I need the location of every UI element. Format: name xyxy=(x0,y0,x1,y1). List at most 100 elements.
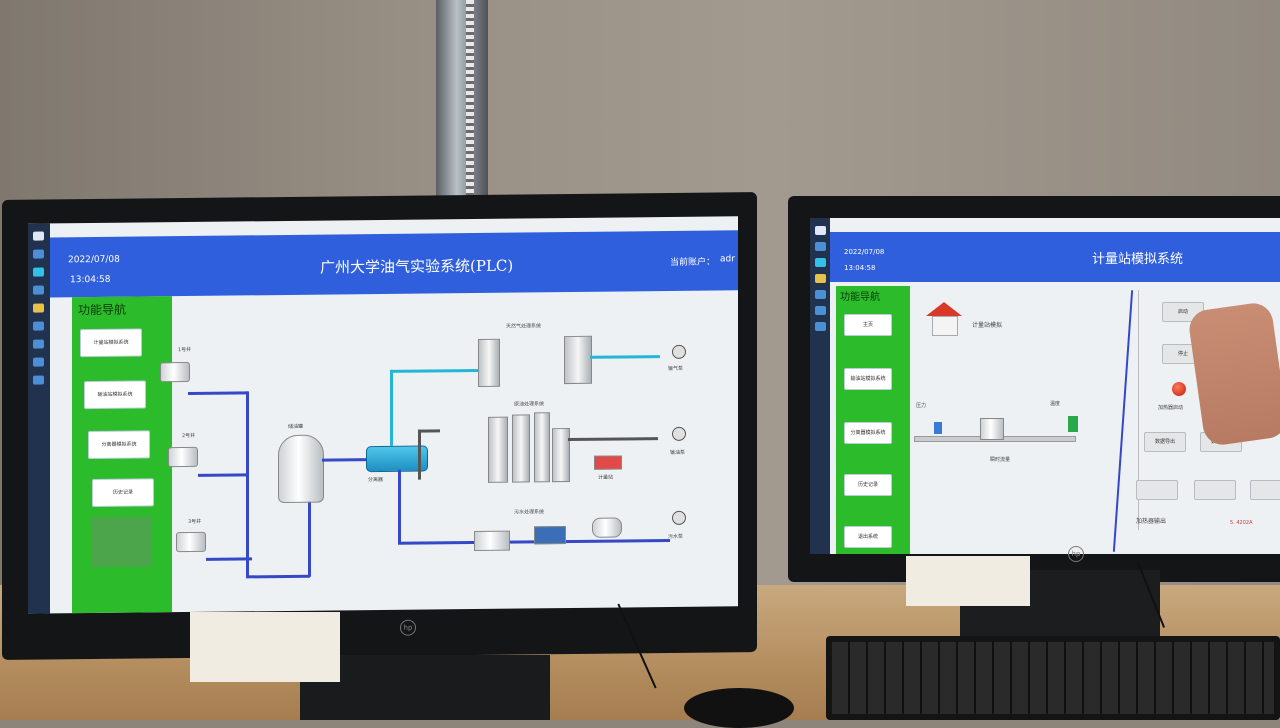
gas-treatment-tower xyxy=(478,338,500,387)
gas-pipe xyxy=(390,369,393,446)
page-title: 广州大学油气实验系统(PLC) xyxy=(320,256,514,277)
oil-treatment-column xyxy=(488,416,508,483)
gas-pump xyxy=(672,344,686,359)
oil-pump xyxy=(672,426,686,441)
nav-button[interactable]: 分离器模拟系统 xyxy=(88,430,150,460)
quick-settings-panel xyxy=(92,516,152,568)
oil-treatment-column xyxy=(512,414,530,483)
nav-button[interactable]: 历史记录 xyxy=(844,474,892,496)
app-icon[interactable] xyxy=(815,322,826,331)
left-monitor-stand xyxy=(300,655,550,720)
window-frame xyxy=(436,0,488,200)
app-icon[interactable] xyxy=(33,375,44,385)
station-label: 计量站模拟 xyxy=(972,322,1003,329)
app-icon[interactable] xyxy=(33,321,44,331)
keyboard xyxy=(826,636,1280,720)
sticky-note xyxy=(906,556,1030,606)
water-pump xyxy=(672,510,686,525)
folder-icon[interactable] xyxy=(815,274,826,283)
app-icon[interactable] xyxy=(815,306,826,315)
app-icon[interactable] xyxy=(815,290,826,299)
app-icon[interactable] xyxy=(33,357,44,367)
app-header: 2022/07/08 13:04:58 广州大学油气实验系统(PLC) 当前账户… xyxy=(50,230,738,298)
time-display: 13:04:58 xyxy=(70,274,111,286)
app-icon[interactable] xyxy=(33,339,44,349)
water-system-label: 污水处理系统 xyxy=(514,509,545,516)
edge-browser-icon[interactable] xyxy=(33,267,44,277)
sticky-note xyxy=(190,612,340,682)
folder-icon[interactable] xyxy=(33,303,44,313)
pipe xyxy=(188,391,248,396)
heater-status-light xyxy=(1172,382,1186,396)
mouse xyxy=(684,688,794,728)
pipe xyxy=(246,391,249,578)
nav-button[interactable]: 主页 xyxy=(844,314,892,336)
gas-pump-label: 输气泵 xyxy=(668,365,684,372)
app-icon[interactable] xyxy=(33,285,44,295)
oil-pump-label: 输油泵 xyxy=(670,449,686,456)
meter-label: 计量站 xyxy=(598,474,614,481)
nav-title: 功能导航 xyxy=(78,302,127,318)
pressure-label: 压力 xyxy=(916,403,927,409)
left-screen: 2022/07/08 13:04:58 广州大学油气实验系统(PLC) 当前账户… xyxy=(28,216,738,614)
separator-label: 分离器 xyxy=(368,476,384,484)
right-screen: 2022/07/08 13:04:58 计量站模拟系统 功能导航 主页 输油站模… xyxy=(810,218,1280,554)
oil-pipe xyxy=(568,437,658,442)
hp-logo-icon: hp xyxy=(1068,546,1084,562)
edge-browser-icon[interactable] xyxy=(815,258,826,267)
control-button[interactable] xyxy=(1136,480,1178,500)
windows-start-icon[interactable] xyxy=(33,231,44,241)
nav-button[interactable]: 输油站模拟系统 xyxy=(844,368,892,390)
data-export-button[interactable]: 数据导出 xyxy=(1144,432,1186,452)
gas-pipe xyxy=(590,355,660,359)
flow-meter xyxy=(980,418,1004,440)
well-1-pumpjack xyxy=(160,361,190,383)
footer-text: 5. 4202A xyxy=(1230,520,1253,526)
oil-pipe xyxy=(418,429,421,480)
date-display: 2022/07/08 xyxy=(68,254,120,266)
flow-label: 瞬时流量 xyxy=(990,457,1011,463)
station-house-body xyxy=(932,316,958,336)
well-2-pumpjack xyxy=(168,446,198,468)
well-3-pumpjack xyxy=(176,531,206,553)
user-label: 当前账户： xyxy=(670,257,716,268)
divider-line xyxy=(1112,290,1134,552)
nav-button[interactable]: 退出系统 xyxy=(844,526,892,548)
station-house-icon xyxy=(926,302,962,316)
well-1-label: 1号井 xyxy=(178,346,192,354)
water-tank xyxy=(474,530,510,552)
nav-button[interactable]: 输油站模拟系统 xyxy=(84,380,146,410)
storage-tank-label: 储油罐 xyxy=(288,423,304,430)
nav-button[interactable]: 历史记录 xyxy=(92,478,154,508)
gas-pipe xyxy=(390,368,480,373)
user-value: adr xyxy=(720,254,735,265)
storage-tank xyxy=(278,434,324,504)
meter-device xyxy=(594,455,622,470)
nav-button[interactable]: 分离器模拟系统 xyxy=(844,422,892,444)
control-button[interactable] xyxy=(1250,480,1280,500)
pipe xyxy=(308,498,311,577)
heater-output-label: 加热器输出 xyxy=(1136,518,1167,525)
temp-label: 温度 xyxy=(1050,401,1061,407)
pressure-gauge xyxy=(934,422,942,434)
control-button[interactable] xyxy=(1194,480,1236,500)
nav-sidebar: 功能导航 主页 输油站模拟系统 分离器模拟系统 历史记录 退出系统 xyxy=(836,286,910,554)
oil-system-label: 原油处理系统 xyxy=(514,401,545,408)
date-display: 2022/07/08 xyxy=(844,248,885,256)
nav-title: 功能导航 xyxy=(840,292,880,303)
keyboard-keys xyxy=(832,642,1274,714)
nav-button[interactable]: 计量站模拟系统 xyxy=(80,328,142,358)
oil-treatment-column xyxy=(534,412,550,483)
taskbar xyxy=(810,218,830,554)
page-title: 计量站模拟系统 xyxy=(1092,252,1184,267)
left-monitor: 2022/07/08 13:04:58 广州大学油气实验系统(PLC) 当前账户… xyxy=(2,192,757,660)
water-filter xyxy=(534,526,566,545)
control-panel-border xyxy=(1138,290,1280,530)
gas-treatment-tank xyxy=(564,335,592,385)
search-icon[interactable] xyxy=(815,242,826,251)
app-header: 2022/07/08 13:04:58 计量站模拟系统 xyxy=(830,232,1280,282)
search-icon[interactable] xyxy=(33,249,44,259)
right-monitor: 2022/07/08 13:04:58 计量站模拟系统 功能导航 主页 输油站模… xyxy=(788,196,1280,582)
windows-start-icon[interactable] xyxy=(815,226,826,235)
oil-pipe xyxy=(418,429,440,433)
